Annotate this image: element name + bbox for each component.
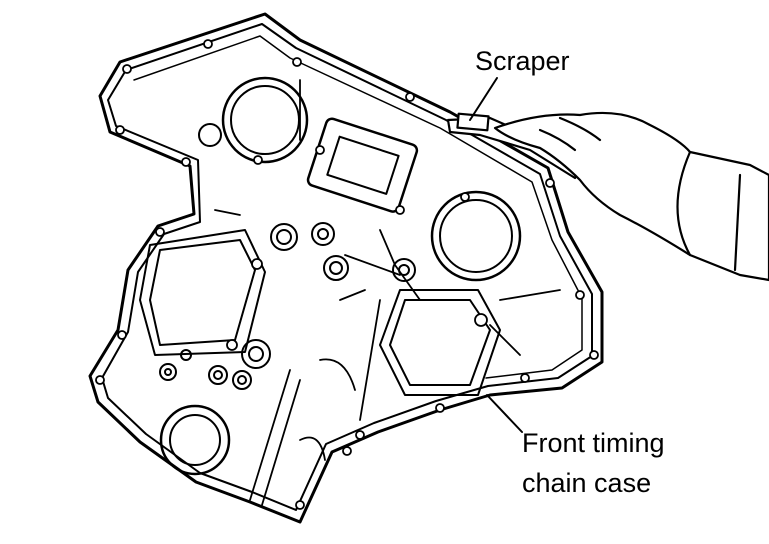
bolt-holes: [95, 39, 599, 510]
hand: [493, 111, 769, 282]
ribs: [214, 79, 561, 506]
scraper-label: Scraper: [475, 46, 570, 76]
bores: [159, 76, 522, 476]
scraper-leader-line: [469, 77, 498, 121]
case-label-line2: chain case: [522, 468, 652, 498]
case-leader-line: [486, 394, 523, 433]
case-label-line1: Front timing: [522, 428, 665, 458]
